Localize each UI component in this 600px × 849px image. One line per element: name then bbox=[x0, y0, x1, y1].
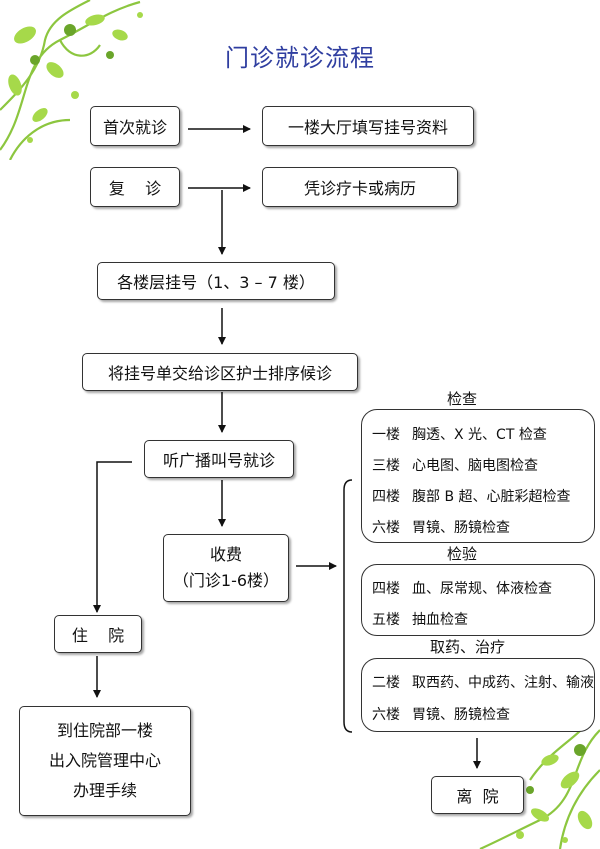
admission-label-line2: 出入院管理中心 bbox=[48, 751, 161, 770]
lab-row: 五楼抽血检查 bbox=[372, 609, 468, 629]
leave-box: 离 院 bbox=[431, 776, 524, 814]
section-lab-box: 四楼血、尿常规、体液检查 五楼抽血检查 bbox=[361, 564, 595, 636]
register-box: 各楼层挂号（1、3 – 7 楼） bbox=[97, 262, 335, 300]
exam-row-text: 胸透、X 光、CT 检查 bbox=[412, 427, 547, 443]
section-exam-label: 检查 bbox=[447, 390, 478, 408]
revisit-label: 复 诊 bbox=[108, 179, 162, 198]
exam-row-floor: 六楼 bbox=[372, 520, 400, 536]
leave-label: 离 院 bbox=[456, 787, 499, 806]
revisit-action-box: 凭诊疗卡或病历 bbox=[262, 167, 458, 207]
pharmacy-row-text: 胃镜、肠镜检查 bbox=[412, 707, 510, 723]
lab-row-floor: 五楼 bbox=[372, 612, 400, 628]
first-visit-box: 首次就诊 bbox=[90, 106, 180, 146]
exam-row: 三楼心电图、脑电图检查 bbox=[372, 455, 538, 475]
page-title: 门诊就诊流程 bbox=[225, 44, 375, 72]
queue-label: 将挂号单交给诊区护士排序候诊 bbox=[107, 364, 332, 383]
section-pharmacy-label: 取药、治疗 bbox=[430, 638, 506, 656]
queue-box: 将挂号单交给诊区护士排序候诊 bbox=[82, 353, 358, 391]
exam-row: 六楼胃镜、肠镜检查 bbox=[372, 517, 510, 537]
section-pharmacy-box: 二楼取西药、中成药、注射、输液 六楼胃镜、肠镜检查 bbox=[361, 658, 595, 732]
revisit-box: 复 诊 bbox=[90, 167, 180, 207]
lab-row-text: 血、尿常规、体液检查 bbox=[412, 581, 552, 597]
admission-box: 到住院部一楼 出入院管理中心 办理手续 bbox=[19, 706, 191, 816]
pharmacy-row-floor: 二楼 bbox=[372, 675, 400, 691]
hospitalize-box: 住 院 bbox=[54, 615, 142, 653]
exam-row-text: 腹部 B 超、心脏彩超检查 bbox=[412, 489, 571, 505]
pharmacy-row: 六楼胃镜、肠镜检查 bbox=[372, 704, 510, 724]
first-visit-action-box: 一楼大厅填写挂号资料 bbox=[262, 106, 474, 146]
arrow-to-hospitalize bbox=[93, 461, 132, 613]
lab-row-text: 抽血检查 bbox=[412, 612, 468, 628]
lab-row: 四楼血、尿常规、体液检查 bbox=[372, 578, 552, 598]
floral-corner-top-left bbox=[0, 0, 143, 160]
floral-corner-bottom-right bbox=[479, 720, 600, 849]
pharmacy-row-text: 取西药、中成药、注射、输液 bbox=[412, 675, 594, 691]
hospitalize-label: 住 院 bbox=[71, 626, 125, 645]
first-visit-label: 首次就诊 bbox=[102, 118, 167, 137]
pay-box: 收费 （门诊1-6楼） bbox=[163, 534, 289, 602]
revisit-action-label: 凭诊疗卡或病历 bbox=[303, 179, 416, 198]
exam-row-text: 胃镜、肠镜检查 bbox=[412, 520, 510, 536]
call-label: 听广播叫号就诊 bbox=[162, 451, 275, 470]
admission-label-line1: 到住院部一楼 bbox=[56, 721, 153, 740]
register-label: 各楼层挂号（1、3 – 7 楼） bbox=[117, 273, 315, 292]
call-box: 听广播叫号就诊 bbox=[144, 440, 294, 478]
pay-label-line2: （门诊1-6楼） bbox=[172, 571, 280, 590]
services-bracket bbox=[343, 479, 353, 733]
exam-row: 一楼胸透、X 光、CT 检查 bbox=[372, 424, 547, 444]
first-visit-action-label: 一楼大厅填写挂号资料 bbox=[287, 118, 448, 137]
pay-label-line1: 收费 bbox=[209, 545, 242, 564]
pharmacy-row: 二楼取西药、中成药、注射、输液 bbox=[372, 672, 594, 692]
exam-row-floor: 三楼 bbox=[372, 458, 400, 474]
exam-row: 四楼腹部 B 超、心脏彩超检查 bbox=[372, 486, 571, 506]
exam-row-text: 心电图、脑电图检查 bbox=[412, 458, 538, 474]
admission-label-line3: 办理手续 bbox=[72, 781, 137, 800]
section-lab-label: 检验 bbox=[447, 545, 478, 563]
section-exam-box: 一楼胸透、X 光、CT 检查 三楼心电图、脑电图检查 四楼腹部 B 超、心脏彩超… bbox=[361, 409, 595, 543]
pharmacy-row-floor: 六楼 bbox=[372, 707, 400, 723]
exam-row-floor: 四楼 bbox=[372, 489, 400, 505]
exam-row-floor: 一楼 bbox=[372, 427, 400, 443]
lab-row-floor: 四楼 bbox=[372, 581, 400, 597]
